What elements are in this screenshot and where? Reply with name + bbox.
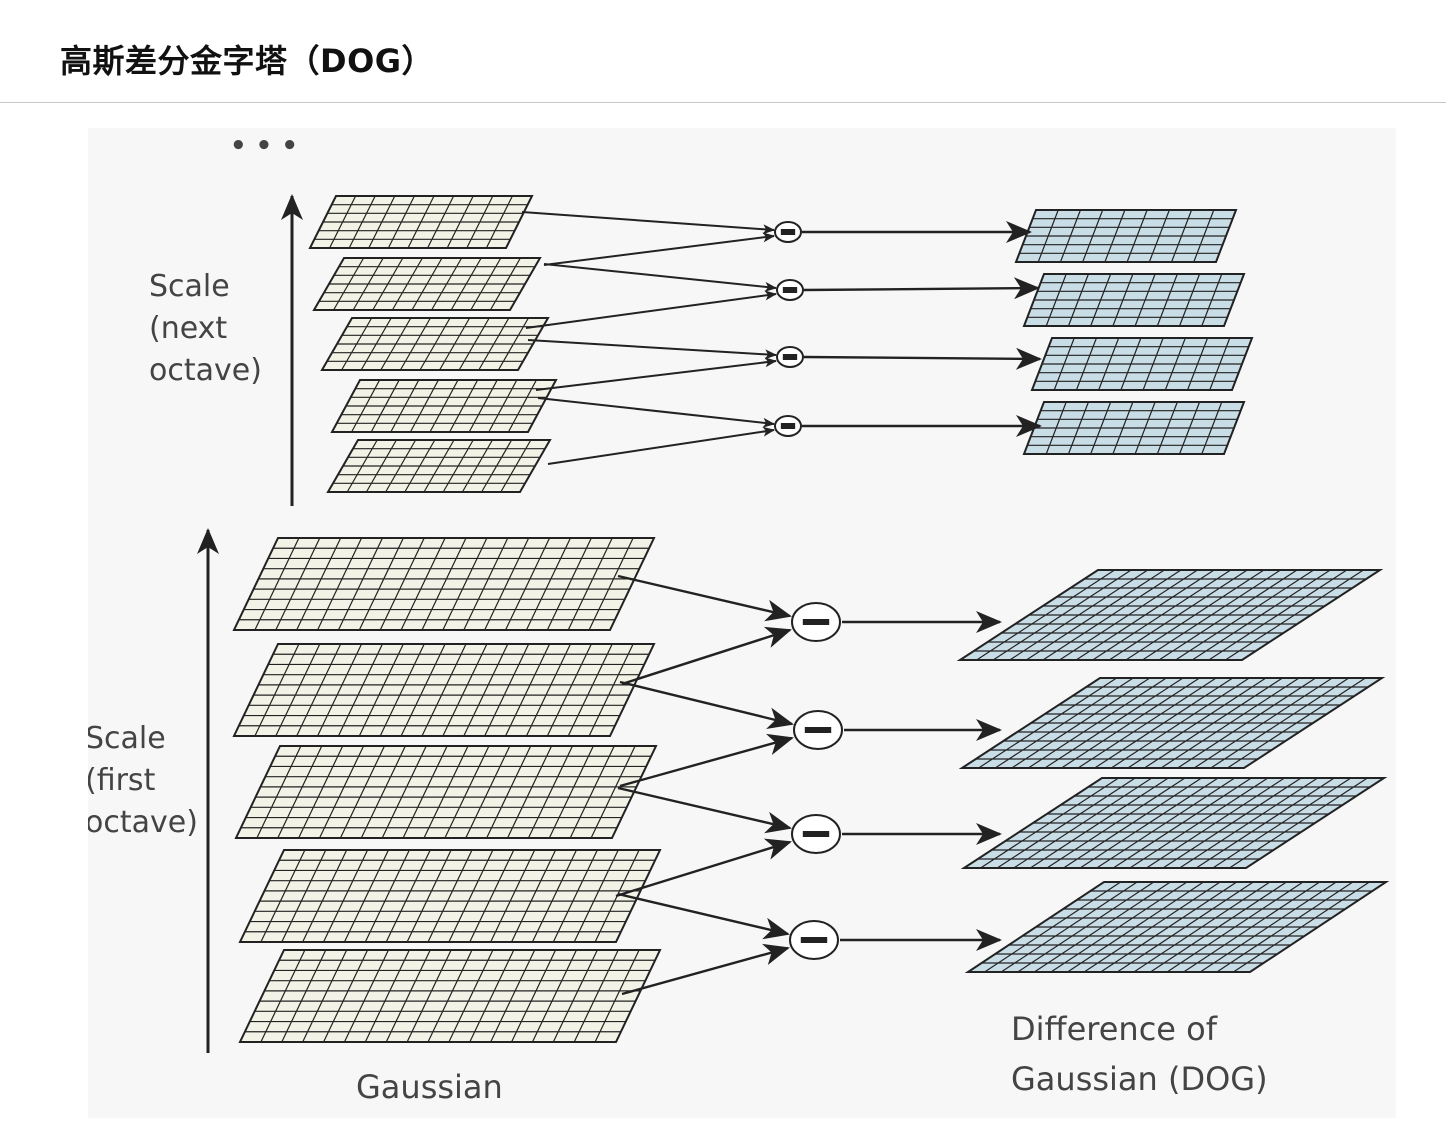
minus-node-first-1 bbox=[791, 602, 841, 642]
arrow-next-out-3 bbox=[803, 347, 1042, 370]
arrow-next-in-b-4 bbox=[547, 426, 775, 465]
minus-node-next-1 bbox=[774, 221, 802, 243]
dog-layer-next-4 bbox=[1022, 401, 1246, 455]
arrow-next-in-a-2 bbox=[543, 263, 777, 292]
ellipsis-marker: • • • bbox=[230, 131, 298, 161]
first-octave-label: Scale (first octave) bbox=[88, 721, 198, 840]
dog-layer-next-3 bbox=[1030, 337, 1254, 391]
dog-layer-first-2 bbox=[958, 677, 1386, 769]
grid-layers bbox=[232, 195, 1390, 1043]
gaussian-layer-first-4 bbox=[238, 849, 662, 943]
dog-pyramid-diagram: • • • Scale (next octave) Scale (first o… bbox=[88, 131, 1390, 1106]
gaussian-layer-first-2 bbox=[232, 643, 656, 737]
arrow-first-in-b-4 bbox=[621, 943, 790, 996]
gaussian-layer-first-5 bbox=[238, 949, 662, 1043]
minus-node-next-3 bbox=[776, 346, 804, 368]
connector-arrows bbox=[521, 211, 1042, 996]
arrow-first-in-b-3 bbox=[615, 838, 792, 898]
minus-icon bbox=[782, 354, 798, 360]
minus-node-next-4 bbox=[774, 415, 802, 437]
dog-layer-first-3 bbox=[960, 777, 1388, 869]
arrow-first-in-a-3 bbox=[617, 786, 792, 834]
arrow-next-in-b-2 bbox=[525, 290, 777, 329]
minus-node-first-2 bbox=[793, 710, 843, 750]
arrow-next-out-2 bbox=[803, 277, 1040, 300]
minus-icon bbox=[780, 229, 796, 235]
dog-pyramid-figure: • • • Scale (next octave) Scale (first o… bbox=[88, 128, 1396, 1118]
dog-layer-first-4 bbox=[964, 881, 1390, 973]
minus-icon bbox=[802, 619, 830, 625]
arrow-next-in-b-3 bbox=[535, 357, 777, 391]
minus-node-next-2 bbox=[776, 279, 804, 301]
dog-layer-first-1 bbox=[956, 569, 1384, 661]
gaussian-layer-next-2 bbox=[312, 257, 542, 311]
arrow-next-in-a-4 bbox=[537, 397, 775, 428]
dog-layer-next-1 bbox=[1014, 209, 1238, 263]
minus-icon bbox=[804, 727, 832, 733]
minus-icon bbox=[780, 423, 796, 429]
next-octave-label: Scale (next octave) bbox=[149, 269, 262, 388]
gaussian-layer-next-1 bbox=[308, 195, 534, 249]
gaussian-layer-next-4 bbox=[330, 379, 558, 433]
arrow-first-in-a-4 bbox=[617, 892, 790, 940]
dog-label: Difference of Gaussian (DOG) bbox=[1011, 1010, 1268, 1098]
minus-nodes bbox=[774, 221, 843, 960]
arrow-first-in-a-2 bbox=[619, 680, 794, 729]
minus-node-first-4 bbox=[789, 920, 839, 960]
arrow-first-in-a-1 bbox=[617, 574, 792, 622]
gaussian-layer-next-5 bbox=[326, 439, 552, 493]
dog-layer-next-2 bbox=[1022, 273, 1246, 327]
arrow-next-in-a-1 bbox=[521, 211, 775, 235]
minus-node-first-3 bbox=[791, 814, 841, 854]
page-header: 高斯差分金字塔（DOG） bbox=[0, 0, 1446, 103]
arrow-first-in-b-2 bbox=[619, 733, 794, 788]
gaussian-layer-first-3 bbox=[234, 745, 658, 839]
minus-icon bbox=[802, 831, 830, 837]
gaussian-layer-first-1 bbox=[232, 537, 656, 631]
minus-icon bbox=[800, 937, 828, 943]
arrow-next-in-b-1 bbox=[543, 232, 775, 266]
page-title: 高斯差分金字塔（DOG） bbox=[60, 42, 435, 80]
arrow-next-in-a-3 bbox=[527, 339, 777, 360]
gaussian-layer-next-3 bbox=[320, 317, 550, 371]
minus-icon bbox=[782, 287, 798, 293]
gaussian-label: Gaussian bbox=[356, 1068, 503, 1106]
arrow-first-in-b-1 bbox=[621, 626, 792, 686]
